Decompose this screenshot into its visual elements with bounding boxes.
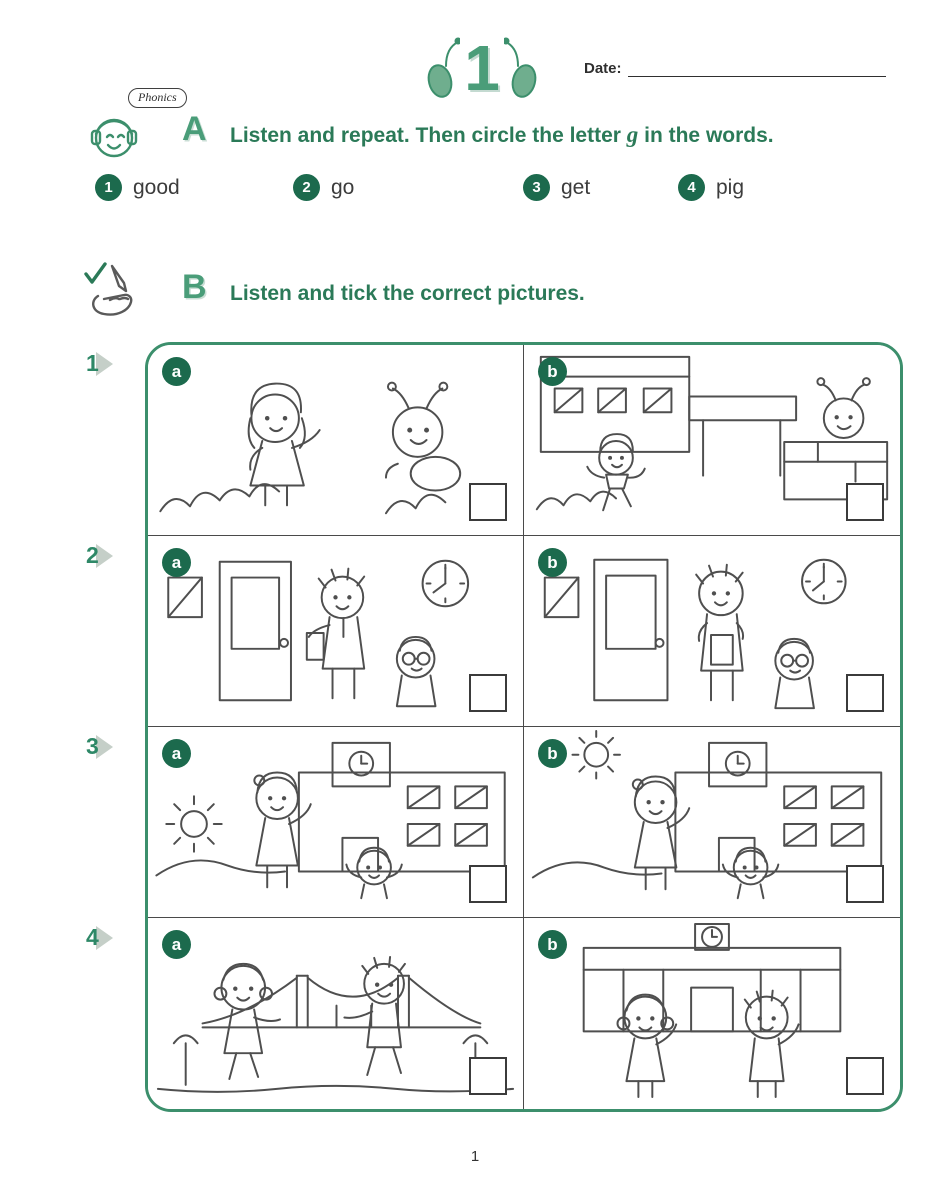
- cell-3a: a: [148, 727, 524, 918]
- cell-2b: b: [524, 536, 900, 727]
- scene-girl-greets-bug: [159, 381, 462, 515]
- section-b-instruction: Listen and tick the correct pictures.: [230, 282, 585, 305]
- row-arrow-icon: [95, 925, 113, 950]
- cell-4a: a: [148, 918, 524, 1109]
- target-letter-g: g: [626, 122, 639, 147]
- instruction-prefix: Listen and repeat. Then circle the lette…: [230, 124, 627, 147]
- picture-grid: a b: [145, 342, 903, 1112]
- phonics-badge: Phonics: [128, 88, 187, 108]
- date-blank-line[interactable]: [627, 61, 886, 77]
- bug-decoration-left-icon: [427, 37, 461, 98]
- row-number: 3: [86, 733, 99, 759]
- word-text[interactable]: good: [133, 175, 180, 199]
- word-text[interactable]: pig: [716, 175, 745, 199]
- bug-decoration-right-icon: [503, 37, 537, 98]
- option-letter-badge: b: [538, 930, 567, 959]
- cell-1b: b: [524, 345, 900, 536]
- scene-girl-runs-to-school: [535, 355, 889, 512]
- word-text[interactable]: go: [331, 175, 355, 199]
- option-letter-badge: b: [538, 739, 567, 768]
- row-arrow-icon: [95, 543, 113, 568]
- scene-school-sun-low: [155, 741, 506, 900]
- word-number-badge: 1: [95, 174, 122, 201]
- option-letter-badge: a: [162, 930, 191, 959]
- unit-number: 1: [464, 32, 500, 104]
- section-a-instruction: Listen and repeat. Then circle the lette…: [230, 122, 774, 148]
- listening-headphones-face-icon: [90, 118, 138, 158]
- answer-checkbox-2b[interactable]: [846, 674, 884, 712]
- row-number: 2: [86, 542, 99, 568]
- answer-checkbox-1b[interactable]: [846, 483, 884, 521]
- cell-2a: a: [148, 536, 524, 727]
- answer-checkbox-3b[interactable]: [846, 865, 884, 903]
- option-letter-badge: b: [538, 548, 567, 577]
- row-number: 4: [86, 924, 99, 950]
- row-marker-1: 1: [86, 350, 113, 377]
- scene-school-sun-high: [531, 729, 883, 900]
- scene-boy-book-door-clock-b: [543, 558, 847, 710]
- word-number-badge: 4: [678, 174, 705, 201]
- date-field: Date:: [584, 60, 886, 77]
- row-marker-3: 3: [86, 733, 113, 760]
- section-b-label: B: [182, 268, 207, 306]
- cell-1a: a: [148, 345, 524, 536]
- word-number-badge: 3: [523, 174, 550, 201]
- section-a-label: A: [182, 110, 207, 148]
- page-number: 1: [470, 1148, 480, 1165]
- word-item-2: 2 go: [293, 174, 354, 201]
- answer-checkbox-1a[interactable]: [469, 483, 507, 521]
- scene-boy-book-door-clock-a: [167, 559, 470, 708]
- word-item-4: 4 pig: [678, 174, 744, 201]
- row-marker-4: 4: [86, 924, 113, 951]
- date-label: Date:: [584, 60, 622, 77]
- scene-kids-walking-bridge: [156, 955, 515, 1093]
- instruction-suffix: in the words.: [638, 124, 774, 147]
- word-number-badge: 2: [293, 174, 320, 201]
- option-letter-badge: a: [162, 739, 191, 768]
- row-arrow-icon: [95, 734, 113, 759]
- answer-checkbox-4b[interactable]: [846, 1057, 884, 1095]
- option-letter-badge: a: [162, 548, 191, 577]
- word-text[interactable]: get: [561, 175, 591, 199]
- option-letter-badge: a: [162, 357, 191, 386]
- option-letter-badge: b: [538, 357, 567, 386]
- row-marker-2: 2: [86, 542, 113, 569]
- row-number: 1: [86, 350, 99, 376]
- scene-kids-waving-school: [582, 922, 842, 1099]
- answer-checkbox-2a[interactable]: [469, 674, 507, 712]
- row-arrow-icon: [95, 351, 113, 376]
- cell-3b: b: [524, 727, 900, 918]
- cell-4b: b: [524, 918, 900, 1109]
- answer-checkbox-3a[interactable]: [469, 865, 507, 903]
- unit-number-badge: 1: [392, 16, 572, 100]
- hand-pencil-tick-icon: [84, 262, 133, 316]
- answer-checkbox-4a[interactable]: [469, 1057, 507, 1095]
- word-item-3: 3 get: [523, 174, 590, 201]
- word-item-1: 1 good: [95, 174, 180, 201]
